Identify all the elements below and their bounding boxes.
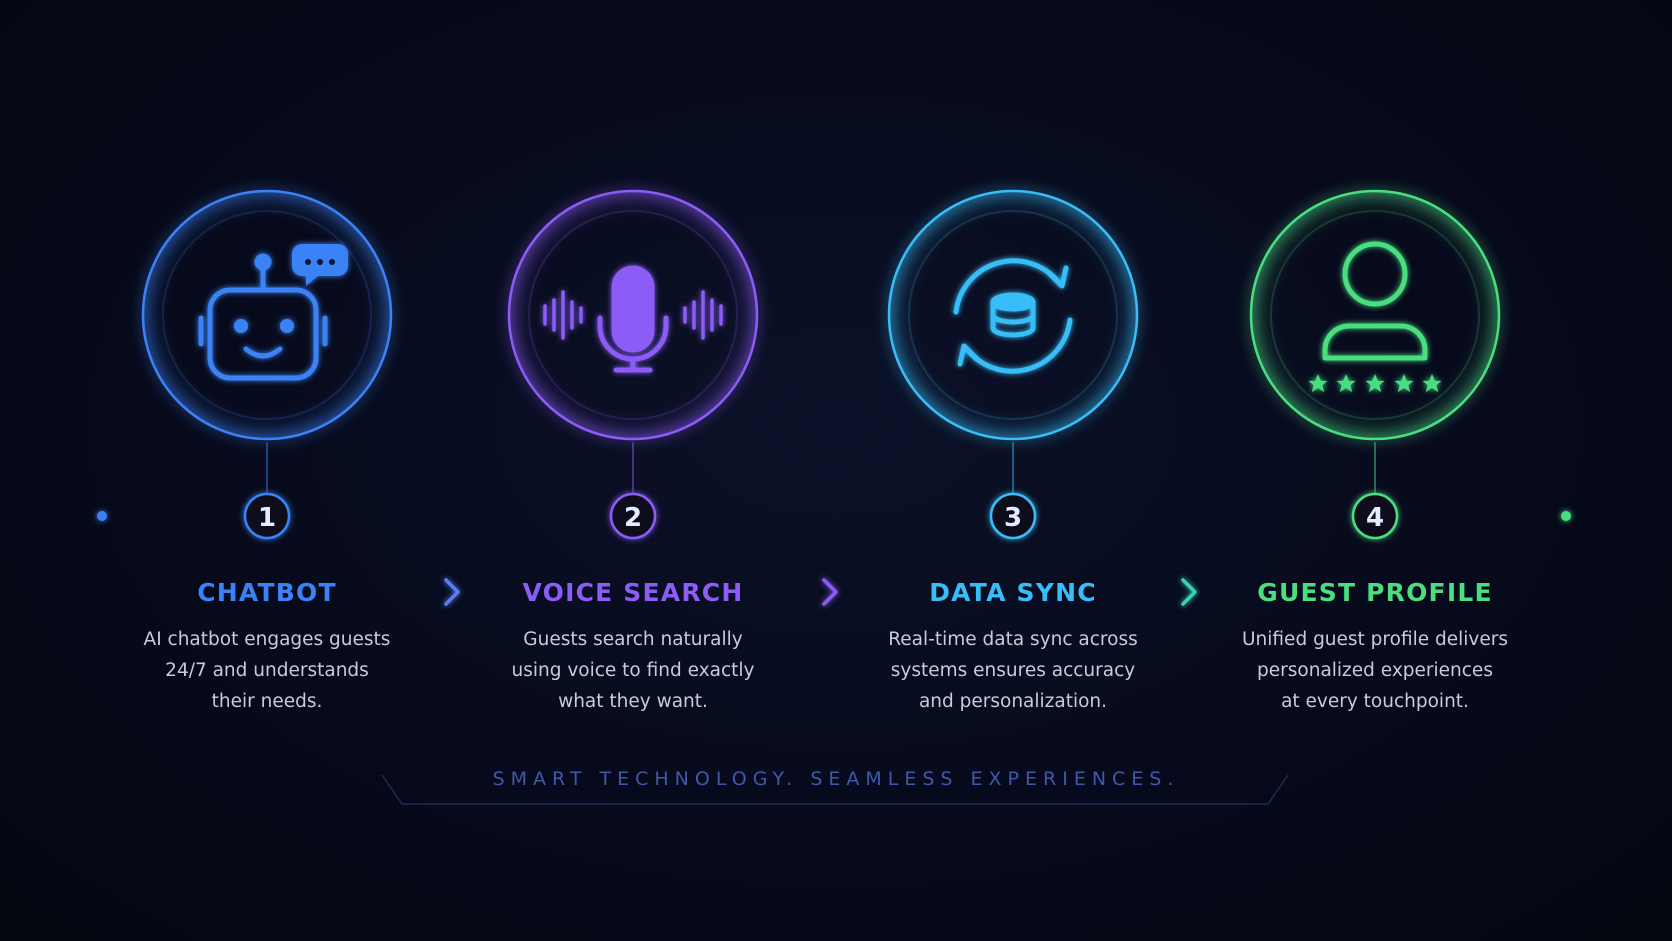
step-2-description: Guests search naturally using voice to f… bbox=[483, 624, 783, 717]
chevron-right-icon-2 bbox=[822, 578, 838, 606]
step-2-badge bbox=[609, 492, 657, 540]
step-3-description-line-1: Real-time data sync across bbox=[888, 629, 1138, 650]
chevron-right-icon-3 bbox=[1181, 578, 1197, 606]
step-2-description-line-3: what they want. bbox=[558, 691, 708, 712]
step-1-description-line-1: AI chatbot engages guests bbox=[143, 629, 391, 650]
tagline: SMART TECHNOLOGY. SEAMLESS EXPERIENCES. bbox=[492, 768, 1180, 790]
step-3-description-line-3: and personalization. bbox=[918, 691, 1108, 712]
chevron-right-icon-1 bbox=[444, 578, 460, 606]
step-4-description-line-1: Unified guest profile delivers bbox=[1242, 629, 1508, 650]
step-4-node: 4 bbox=[1249, 189, 1501, 540]
chatbot-icon bbox=[198, 244, 348, 381]
step-1-node: 1 bbox=[141, 189, 393, 540]
step-4-description-line-2: personalized experiences bbox=[1257, 660, 1493, 681]
step-1-badge bbox=[243, 492, 291, 540]
step-2-number: 2 bbox=[624, 503, 642, 533]
step-1-title: CHATBOT bbox=[197, 578, 337, 607]
step-3-title: DATA SYNC bbox=[929, 578, 1097, 607]
five-star-rating-icon bbox=[1308, 374, 1442, 393]
step-2-description-line-2: using voice to find exactly bbox=[511, 660, 755, 681]
step-4-number: 4 bbox=[1366, 503, 1384, 533]
timeline-start-dot bbox=[97, 511, 107, 521]
step-4-title: GUEST PROFILE bbox=[1257, 578, 1493, 607]
step-3-number: 3 bbox=[1004, 503, 1022, 533]
step-2-title: VOICE SEARCH bbox=[522, 578, 744, 607]
step-3-description-line-2: systems ensures accuracy bbox=[890, 660, 1136, 681]
guest-profile-icon bbox=[1322, 241, 1428, 361]
step-4-description: Unified guest profile delivers personali… bbox=[1225, 624, 1525, 717]
step-2-description-line-1: Guests search naturally bbox=[523, 629, 743, 650]
data-sync-icon bbox=[953, 258, 1073, 374]
step-1-description-line-2: 24/7 and understands bbox=[165, 660, 369, 681]
timeline-end-dot bbox=[1561, 511, 1571, 521]
step-4-badge bbox=[1351, 492, 1399, 540]
step-3-node: 3 bbox=[887, 189, 1139, 540]
microphone-icon bbox=[543, 265, 723, 373]
step-1-number: 1 bbox=[258, 503, 276, 533]
step-4-description-line-3: at every touchpoint. bbox=[1281, 691, 1469, 712]
step-2-node: 2 bbox=[507, 189, 759, 540]
step-3-description: Real-time data sync across systems ensur… bbox=[863, 624, 1163, 717]
step-3-badge bbox=[989, 492, 1037, 540]
step-1-description: AI chatbot engages guests 24/7 and under… bbox=[117, 624, 417, 717]
step-1-description-line-3: their needs. bbox=[211, 691, 323, 712]
